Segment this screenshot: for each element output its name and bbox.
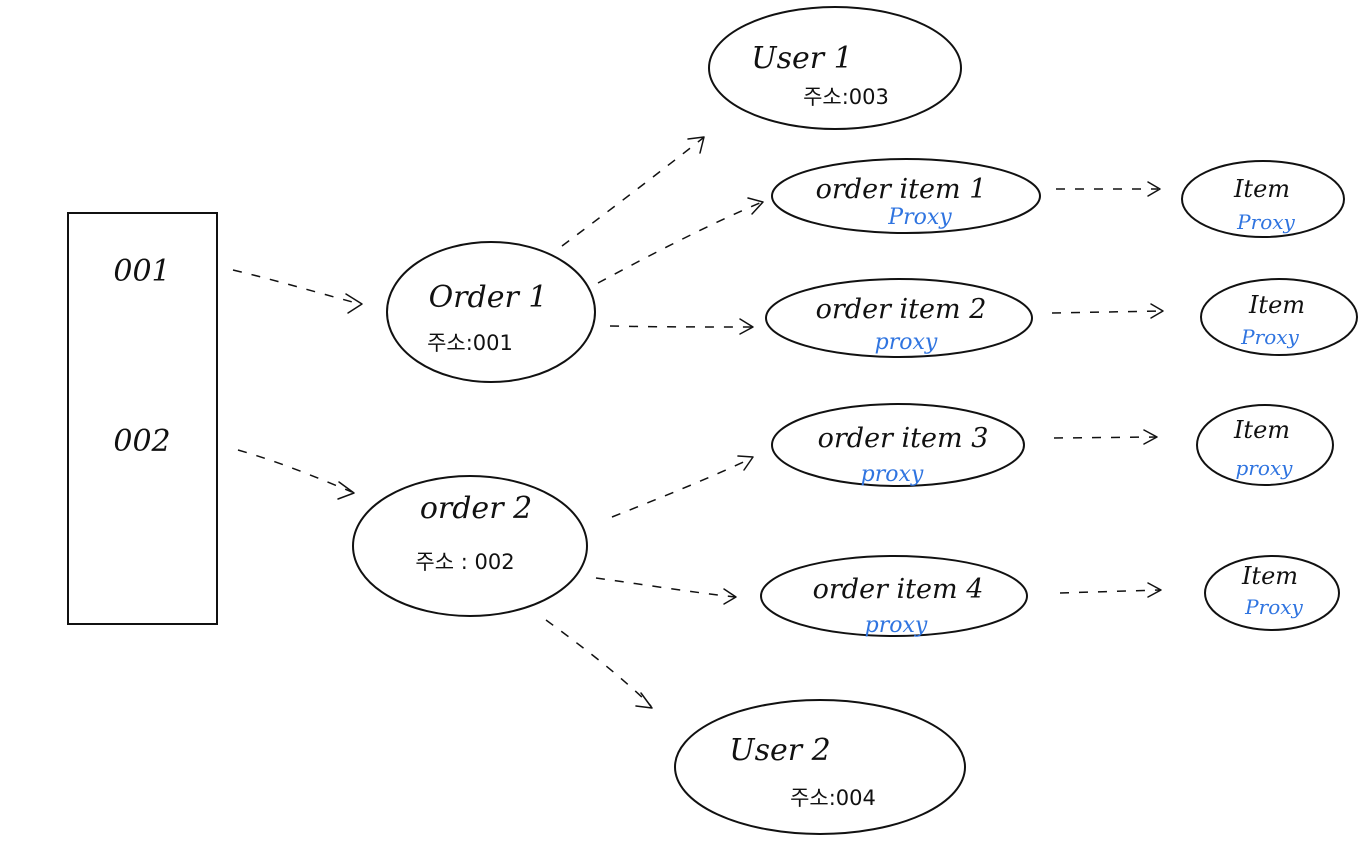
item-4-proxy: Proxy: [1244, 595, 1303, 619]
user-2-address: 주소:004: [790, 786, 876, 810]
order-item-3-proxy: proxy: [861, 462, 924, 487]
edge-order-item-3-to-item-3: [1053, 436, 1157, 439]
user-1-address: 주소:003: [803, 85, 889, 109]
table-row-001: 001: [113, 254, 170, 289]
order-item-2-proxy: proxy: [875, 330, 938, 355]
user-1-label: User 1: [751, 41, 852, 76]
order-item-1-node: [771, 158, 1041, 234]
edge-order-1-to-order-item-2-arrowhead: [739, 318, 754, 335]
order-item-3-node: [771, 403, 1025, 487]
item-3-proxy: proxy: [1236, 456, 1294, 480]
order-item-3-label: order item 3: [818, 423, 989, 454]
edge-order-2-to-order-item-4-arrowhead: [723, 588, 737, 605]
reference-table-box: [67, 212, 218, 625]
item-1-label: Item: [1233, 175, 1290, 203]
edge-order-2-to-order-item-3: [611, 457, 753, 518]
edge-order-item-4-to-item-4: [1059, 589, 1161, 594]
edge-order-item-1-to-item-1-arrowhead: [1147, 181, 1161, 197]
item-4-node: [1204, 555, 1340, 631]
order-2-address: 주소 : 002: [415, 550, 514, 574]
edge-order-1-to-user-1-arrowhead: [687, 136, 705, 154]
order-item-4-proxy: proxy: [865, 613, 928, 638]
order-2-node: [352, 475, 588, 617]
edge-order-item-2-to-item-2-arrowhead: [1150, 303, 1164, 319]
user-2-label: User 2: [729, 733, 830, 768]
edge-order-item-3-to-item-3-arrowhead: [1143, 429, 1158, 445]
order-item-4-node: [760, 555, 1028, 637]
edge-order-2-to-order-item-4: [595, 577, 736, 598]
item-2-label: Item: [1248, 291, 1305, 319]
table-row-002: 002: [113, 424, 170, 459]
edge-order-1-to-order-item-1-arrowhead: [747, 197, 764, 215]
order-item-2-node: [765, 278, 1033, 358]
edge-002-to-order-2: [237, 449, 353, 493]
item-1-node: [1181, 160, 1345, 238]
edge-001-to-order-1: [232, 269, 361, 305]
edge-001-to-order-1-arrowhead: [345, 293, 363, 314]
item-1-proxy: Proxy: [1236, 210, 1295, 234]
item-3-node: [1196, 404, 1334, 486]
edge-order-item-2-to-item-2: [1051, 310, 1163, 314]
item-2-proxy: Proxy: [1240, 325, 1299, 349]
edge-order-2-to-user-2-arrowhead: [635, 692, 653, 709]
item-4-label: Item: [1241, 562, 1298, 590]
order-2-label: order 2: [420, 491, 532, 526]
order-item-1-proxy: Proxy: [887, 205, 952, 230]
edge-order-1-to-order-item-2: [609, 325, 753, 328]
order-item-1-label: order item 1: [816, 174, 987, 205]
edge-order-1-to-order-item-1: [597, 201, 763, 284]
user-2-node: [674, 699, 966, 835]
user-1-node: [708, 6, 962, 130]
order-1-label: Order 1: [429, 280, 548, 315]
edge-order-item-4-to-item-4-arrowhead: [1147, 582, 1162, 598]
edge-order-1-to-user-1: [561, 137, 704, 247]
edge-order-2-to-user-2: [545, 619, 652, 707]
item-3-label: Item: [1233, 416, 1290, 444]
order-item-2-label: order item 2: [816, 294, 987, 325]
order-1-node: [386, 241, 596, 383]
order-item-4-label: order item 4: [813, 574, 984, 605]
edge-002-to-order-2-arrowhead: [337, 481, 355, 500]
order-1-address: 주소:001: [427, 331, 513, 355]
item-2-node: [1200, 278, 1358, 356]
edge-order-2-to-order-item-3-arrowhead: [737, 455, 754, 471]
